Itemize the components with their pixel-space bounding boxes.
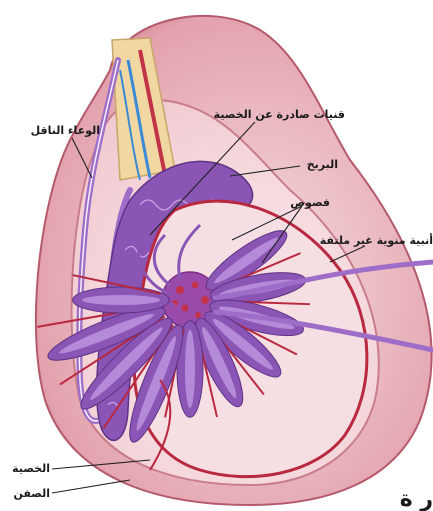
label-seminiferous-tubules: أنبية منوية غير ملتفة xyxy=(320,233,433,247)
label-vas-deferens: الوعاء الناقل xyxy=(31,124,100,137)
label-scrotum: الصفن xyxy=(13,487,50,500)
corner-text: ر ة xyxy=(400,487,433,511)
label-epididymis: البربخ xyxy=(307,158,338,171)
lobule-core xyxy=(82,295,160,305)
label-efferent-ducts: قنيات صادرة عن الخصية xyxy=(214,108,345,121)
leader-scrotum xyxy=(52,480,130,493)
label-lobules: فصوص xyxy=(290,196,330,209)
lobule-core xyxy=(185,330,195,408)
label-testis: الخصية xyxy=(12,462,50,475)
